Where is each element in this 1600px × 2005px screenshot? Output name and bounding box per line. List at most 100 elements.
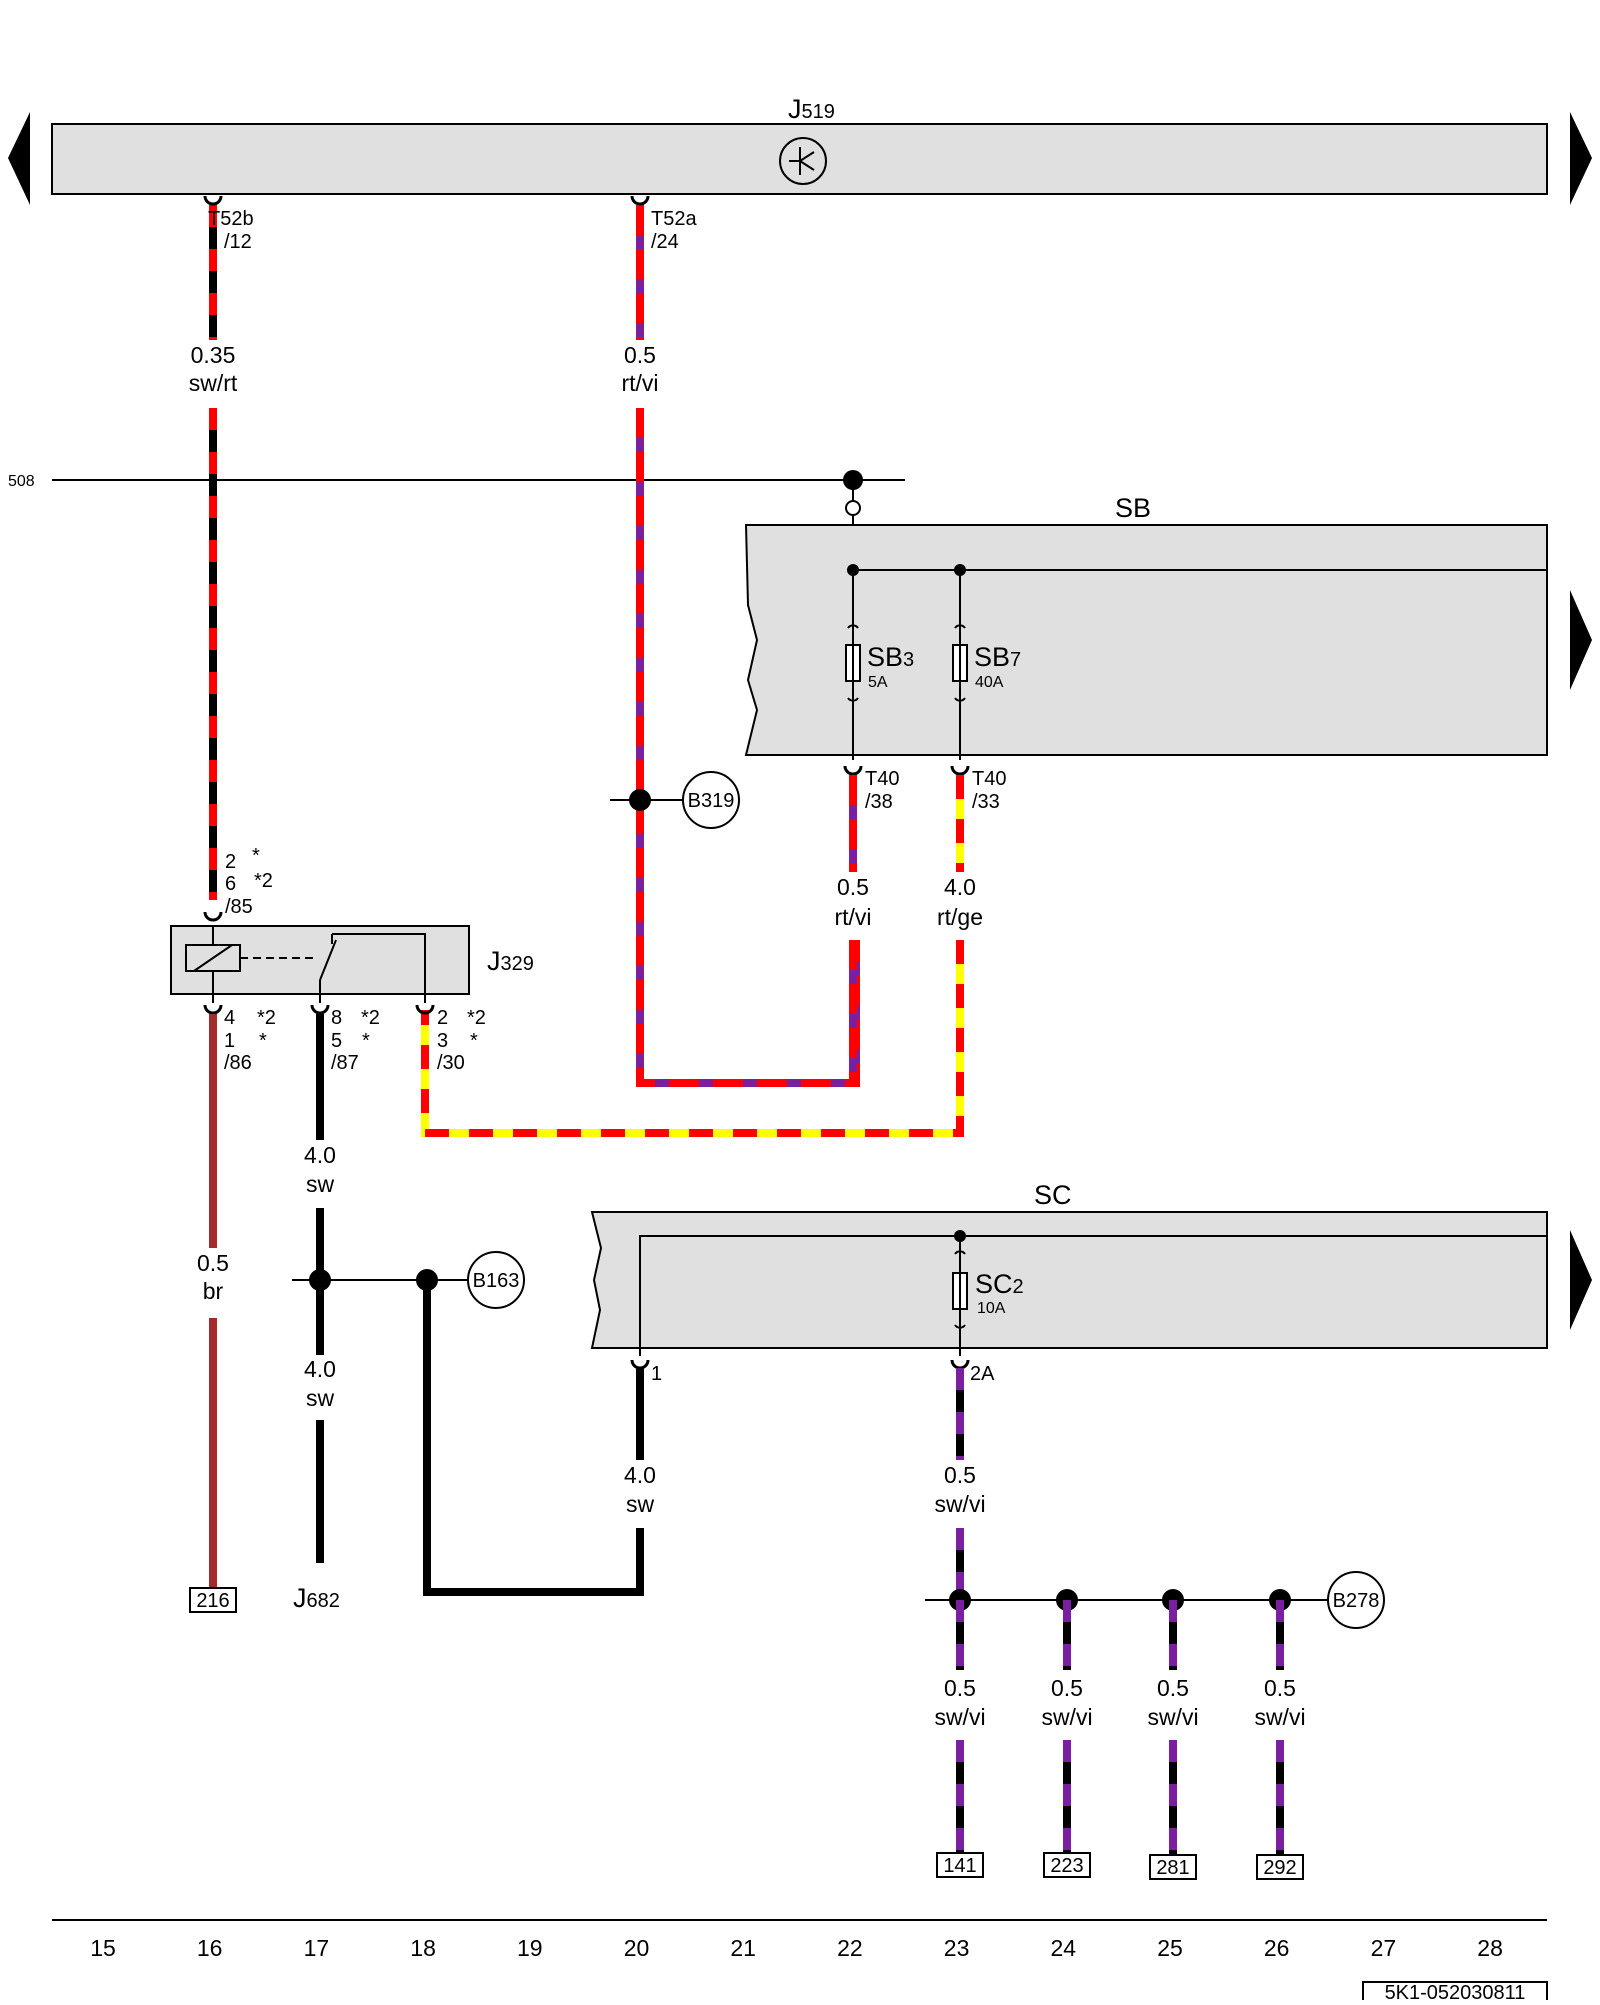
relay-coil-icon	[185, 926, 318, 1003]
connector-open-dot	[845, 500, 861, 516]
line-508-label: 508	[8, 473, 35, 490]
ref-292[interactable]: 292	[1263, 1857, 1296, 1879]
ref-216-box[interactable]	[189, 1587, 237, 1613]
sb-label: SB	[1115, 493, 1151, 523]
footer-id-box	[1362, 1981, 1548, 2005]
fuse-sb3-label: SB3	[867, 642, 914, 672]
j519-label: J519	[788, 94, 835, 124]
wire-w7-color: sw	[306, 1385, 335, 1411]
wire-w3-color: rt/vi	[834, 904, 871, 930]
ref-281[interactable]: 281	[1156, 1857, 1189, 1879]
ground-b278-label: B278	[1333, 1590, 1380, 1612]
relay-j329-label: J329	[487, 946, 534, 976]
j329-pin30-labels: 2 *2 3 * /30	[437, 1007, 491, 1074]
connector-j329-86	[203, 1004, 223, 1015]
sc-pin2a-label: 2A	[970, 1363, 995, 1385]
column-number: 17	[304, 1935, 330, 1961]
ref-223[interactable]: 223	[1050, 1855, 1083, 1877]
wire-w8-size: 4.0	[624, 1462, 656, 1488]
fuse-sb3[interactable]	[845, 624, 861, 702]
t52a-pin: /24	[651, 231, 679, 253]
control-unit-icon	[779, 137, 827, 185]
connector-t40-38	[843, 765, 863, 776]
wire-rt-ge-lower[interactable]	[421, 940, 964, 1137]
column-number: 28	[1477, 1935, 1503, 1961]
wire-w12-color: sw/vi	[1147, 1704, 1198, 1730]
t52b-name: T52b	[208, 208, 254, 230]
junction-b163-a	[309, 1269, 331, 1291]
fuse-sb7[interactable]	[952, 624, 968, 702]
wire-w4-color: rt/ge	[937, 904, 983, 930]
sc-housing	[590, 1211, 1548, 1349]
wire-w11-size: 0.5	[1051, 1675, 1083, 1701]
wire-sw-b163-sc[interactable]	[423, 1280, 644, 1596]
connector-j329-87	[310, 1004, 330, 1015]
wire-w3-size: 0.5	[837, 874, 869, 900]
ref-223-box[interactable]	[1043, 1852, 1091, 1878]
column-number: 19	[517, 1935, 543, 1961]
fuse-sc2-label: SC2	[975, 1269, 1024, 1299]
right-continue-arrow-sc[interactable]	[1570, 1230, 1592, 1330]
t40-33-pin: /33	[972, 791, 1000, 813]
footer-id: 5K1-052030811	[1385, 1982, 1526, 2000]
wire-w1-size: 0.35	[191, 342, 236, 368]
column-number: 15	[90, 1935, 116, 1961]
right-continue-arrow-j519[interactable]	[1570, 112, 1592, 205]
wire-w10-size: 0.5	[944, 1675, 976, 1701]
wire-w13-size: 0.5	[1264, 1675, 1296, 1701]
t52a-name: T52a	[651, 208, 697, 230]
column-number: 24	[1051, 1935, 1077, 1961]
fuse-sb3-rating: 5A	[868, 674, 888, 691]
column-number: 18	[410, 1935, 436, 1961]
fuse-sc2[interactable]	[952, 1250, 968, 1329]
t40-38-pin: /38	[865, 791, 893, 813]
wire-w10-color: sw/vi	[934, 1704, 985, 1730]
sc-pin1-label: 1	[651, 1363, 662, 1385]
ref-292-box[interactable]	[1256, 1854, 1304, 1880]
column-number: 20	[624, 1935, 650, 1961]
connector-j329-85	[203, 911, 223, 922]
ground-b278[interactable]	[1327, 1571, 1385, 1629]
t52b-pin: /12	[224, 231, 252, 253]
wire-w4-size: 4.0	[944, 874, 976, 900]
ground-b163[interactable]	[467, 1251, 525, 1309]
wire-w2-size: 0.5	[624, 342, 656, 368]
ref-216[interactable]: 216	[196, 1590, 229, 1612]
column-number: 16	[197, 1935, 223, 1961]
wire-w9-size: 0.5	[944, 1462, 976, 1488]
fuse-sb7-label: SB7	[974, 642, 1021, 672]
connector-t40-33	[950, 765, 970, 776]
ground-b319-label: B319	[688, 790, 735, 812]
connector-sc-1	[630, 1359, 650, 1370]
wire-w1-color: sw/rt	[189, 370, 238, 396]
sc-busbar	[639, 1235, 1547, 1356]
right-continue-arrow-sb[interactable]	[1570, 590, 1592, 690]
ref-141[interactable]: 141	[943, 1855, 976, 1877]
wire-w9-color: sw/vi	[934, 1491, 985, 1517]
left-continue-arrow[interactable]	[8, 112, 30, 205]
ref-141-box[interactable]	[936, 1852, 984, 1878]
column-number: 21	[730, 1935, 756, 1961]
column-number: 23	[944, 1935, 970, 1961]
fuse-sb7-rating: 40A	[975, 674, 1004, 691]
column-number: 22	[837, 1935, 863, 1961]
j329-top-pins: 2 * 6 *2 /85	[225, 845, 278, 918]
connector-j329-30	[415, 1004, 435, 1015]
column-number: 25	[1157, 1935, 1183, 1961]
wire-w8-color: sw	[626, 1491, 655, 1517]
ground-b163-label: B163	[473, 1270, 520, 1292]
connector-t52a	[630, 195, 650, 206]
sb-housing	[744, 524, 1548, 756]
column-number: 27	[1371, 1935, 1397, 1961]
j682-label: J682	[293, 1583, 340, 1613]
wire-w12-size: 0.5	[1157, 1675, 1189, 1701]
ref-281-box[interactable]	[1149, 1854, 1197, 1880]
ground-b319[interactable]	[682, 771, 740, 829]
connector-t52b	[203, 195, 223, 206]
junction-b319	[629, 789, 651, 811]
connector-sc-2a	[950, 1359, 970, 1370]
j329-pin86-labels: 4 *2 1 * /86	[224, 1007, 281, 1074]
